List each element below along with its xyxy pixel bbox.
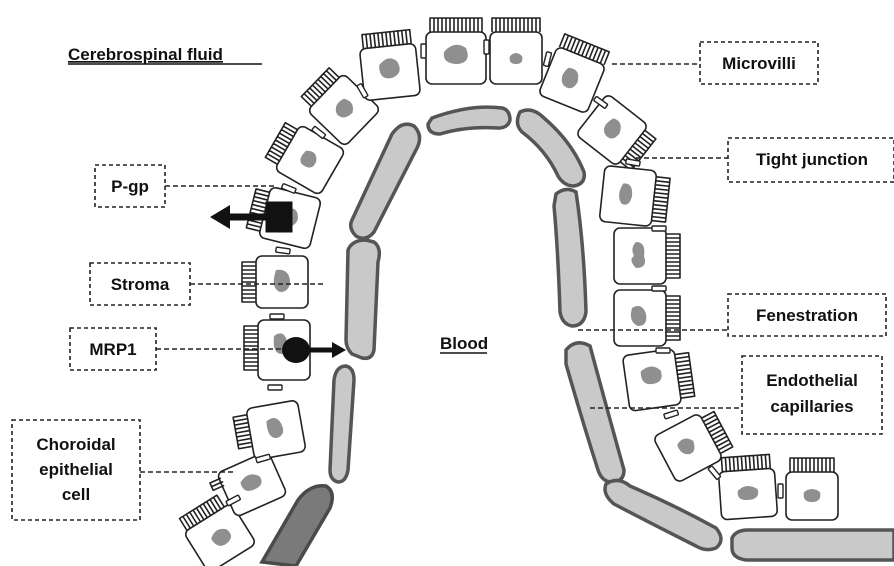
epithelial-cell bbox=[490, 18, 542, 84]
callout-tight-junction: Tight junction bbox=[636, 138, 894, 182]
epithelial-cell bbox=[786, 458, 838, 520]
endothelial-segment bbox=[605, 480, 721, 549]
pgp-arrowhead bbox=[210, 205, 230, 229]
epithelial-cell bbox=[232, 400, 306, 463]
epithelial-cell bbox=[717, 454, 777, 520]
endothelial-segment bbox=[346, 240, 379, 358]
endothelial-segment bbox=[517, 110, 584, 186]
choroidal-label-line1: Choroidal bbox=[36, 435, 115, 454]
blood-region-label: Blood bbox=[440, 334, 488, 353]
endothelial-label-line1: Endothelial bbox=[766, 371, 858, 390]
endothelial-segment bbox=[566, 343, 624, 482]
epithelial-cell bbox=[622, 347, 695, 412]
mrp1-label: MRP1 bbox=[89, 340, 136, 359]
endothelial-segment bbox=[554, 189, 586, 326]
choroidal-label-line3: cell bbox=[62, 485, 90, 504]
epithelial-cell bbox=[358, 29, 421, 100]
endothelial-segment bbox=[428, 107, 510, 134]
epithelial-cell bbox=[614, 228, 680, 284]
csf-region-label: Cerebrospinal fluid bbox=[68, 45, 223, 64]
mrp1-arrowhead bbox=[332, 342, 346, 358]
epithelial-cell bbox=[242, 256, 308, 308]
callout-pgp: P-gp bbox=[95, 165, 276, 207]
pgp-square bbox=[266, 202, 292, 232]
mrp1-circle bbox=[282, 337, 310, 363]
microvilli-label: Microvilli bbox=[722, 54, 796, 73]
endothelial-segment bbox=[351, 124, 420, 238]
callout-microvilli: Microvilli bbox=[612, 42, 818, 84]
epithelial-cell bbox=[614, 290, 680, 346]
pgp-label: P-gp bbox=[111, 177, 149, 196]
tight-junction-label: Tight junction bbox=[756, 150, 868, 169]
endothelial-segment bbox=[330, 366, 354, 482]
epithelial-cell bbox=[426, 18, 486, 84]
endothelial-label-line2: capillaries bbox=[770, 397, 853, 416]
choroidal-epithelium bbox=[176, 18, 838, 566]
choroidal-label-line2: epithelial bbox=[39, 460, 113, 479]
endothelial-segment bbox=[732, 530, 894, 560]
fenestration-label: Fenestration bbox=[756, 306, 858, 325]
epithelial-cell bbox=[599, 165, 670, 228]
mrp1-transporter bbox=[282, 337, 346, 363]
stroma-label: Stroma bbox=[111, 275, 170, 294]
